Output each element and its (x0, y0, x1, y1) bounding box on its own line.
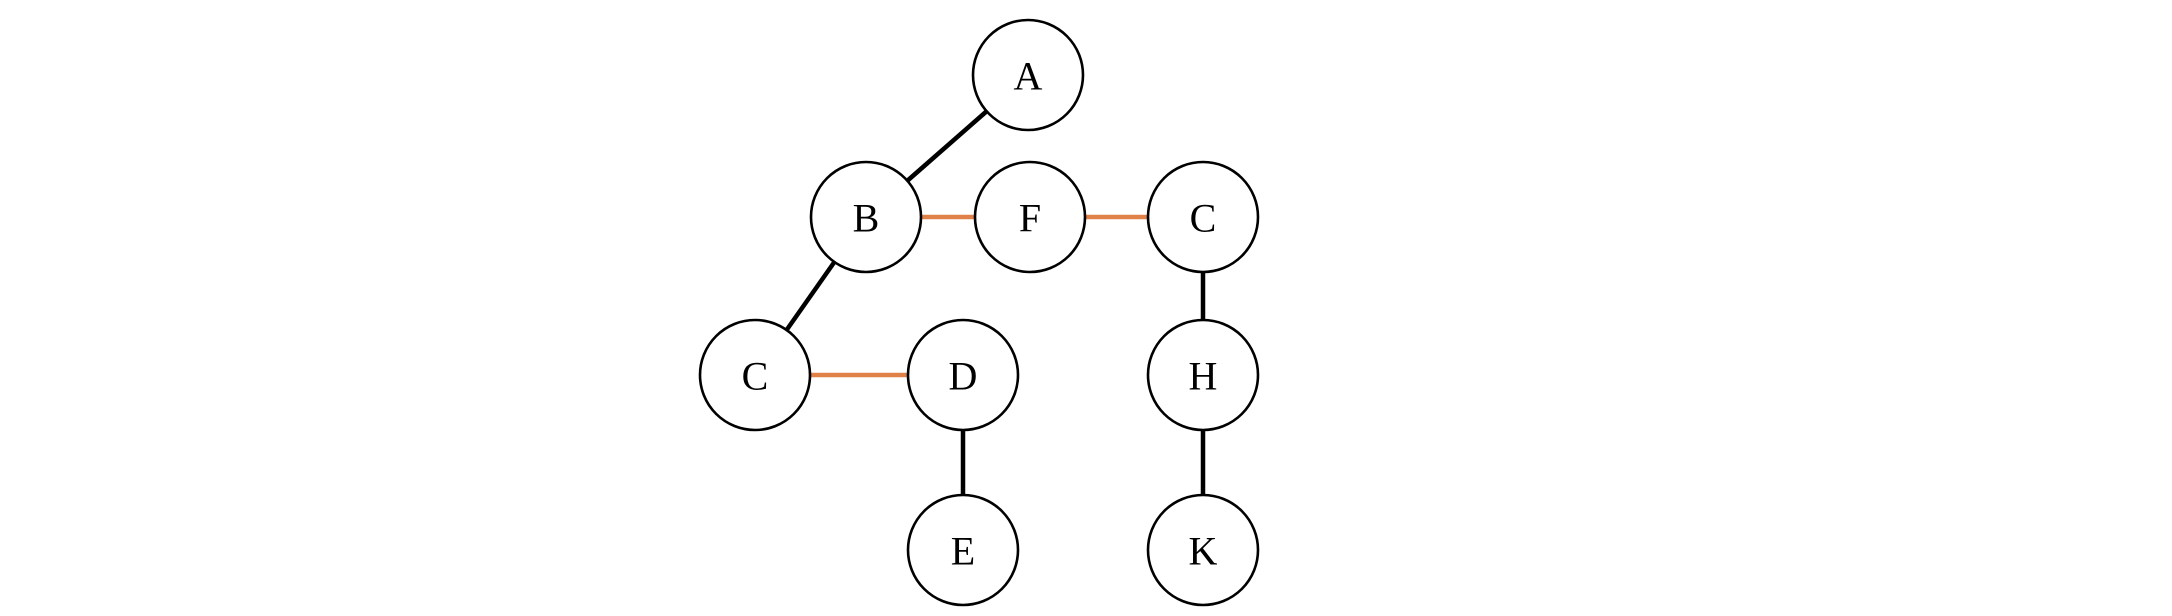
node-circle[interactable] (906, 318, 1020, 432)
node-circle[interactable] (809, 160, 923, 274)
node-circle[interactable] (1146, 318, 1260, 432)
graph-node[interactable]: B (809, 160, 923, 274)
graph-node[interactable]: D (906, 318, 1020, 432)
node-label: H (1189, 354, 1218, 399)
graph-node[interactable]: A (971, 18, 1085, 132)
node-circle[interactable] (973, 160, 1087, 274)
graph-node[interactable]: H (1146, 318, 1260, 432)
node-label: D (949, 354, 978, 399)
graph-node[interactable]: F (973, 160, 1087, 274)
node-layer: A B F C C D H E K (698, 18, 1260, 607)
node-circle[interactable] (971, 18, 1085, 132)
node-circle[interactable] (698, 318, 812, 432)
node-label: E (951, 529, 975, 574)
node-label: C (1190, 196, 1217, 241)
graph-node[interactable]: C (698, 318, 812, 432)
node-label: A (1014, 54, 1043, 99)
node-label: K (1189, 529, 1218, 574)
graph-node[interactable]: E (906, 493, 1020, 607)
node-label: F (1019, 196, 1041, 241)
graph-edge (784, 260, 837, 332)
node-label: C (742, 354, 769, 399)
node-label: B (853, 196, 880, 241)
node-circle[interactable] (1146, 160, 1260, 274)
edge-layer (784, 109, 1206, 495)
node-circle[interactable] (1146, 493, 1260, 607)
graph-node[interactable]: C (1146, 160, 1260, 274)
graph-edge (905, 109, 989, 183)
graph-node[interactable]: K (1146, 493, 1260, 607)
node-circle[interactable] (906, 493, 1020, 607)
